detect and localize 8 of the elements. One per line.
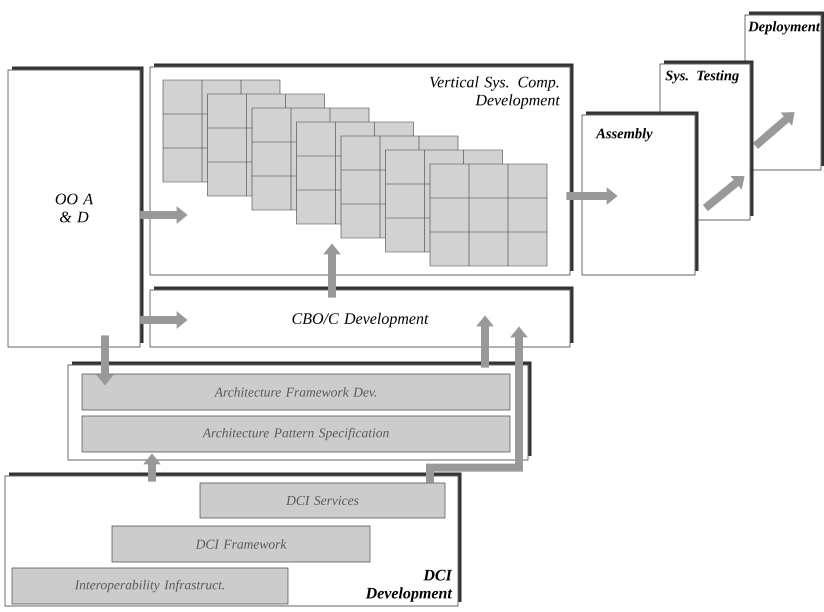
process-bar: Interoperability Infrastruct.: [12, 568, 288, 604]
process-bar: Architecture Pattern Specification: [82, 416, 510, 452]
process-box: Assembly: [582, 112, 698, 276]
process-box: OO A & D: [8, 66, 144, 348]
process-bar: Architecture Framework Dev.: [82, 374, 510, 410]
process-bar: DCI Framework: [112, 526, 370, 562]
process-bar: DCI Services: [200, 482, 446, 518]
process-box: CBO/C Development: [150, 286, 574, 348]
